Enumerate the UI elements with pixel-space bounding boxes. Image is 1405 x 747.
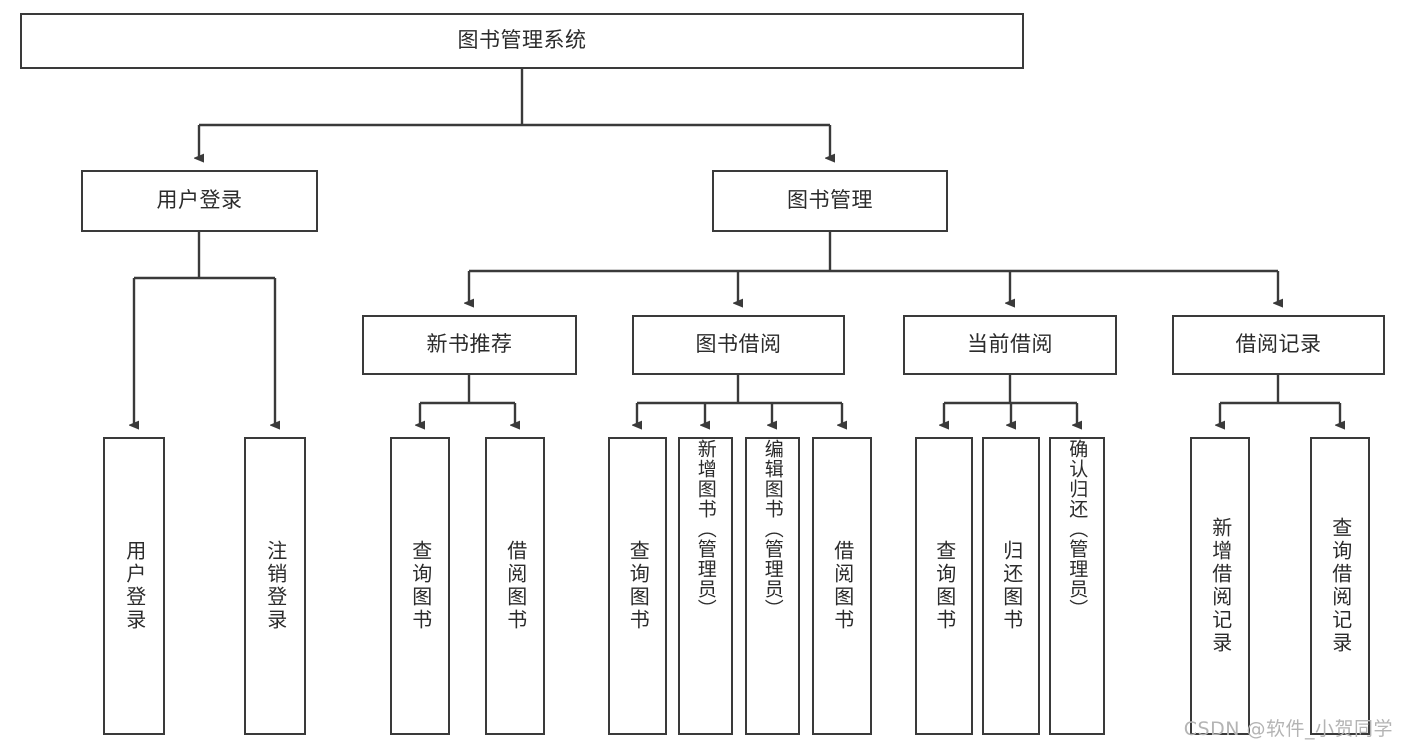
node-user-login-label: 用户登录: [156, 188, 243, 213]
node-new-book-recommend-label: 新书推荐: [426, 332, 513, 357]
node-current-borrow[interactable]: 当前借阅: [903, 315, 1117, 375]
node-user-login[interactable]: 用户登录: [81, 170, 318, 232]
node-user-login-do[interactable]: 用户登录: [103, 437, 165, 735]
node-user-login-do-label: 用户登录: [122, 540, 147, 632]
node-add-borrow-record[interactable]: 新增借阅记录: [1190, 437, 1250, 735]
node-new-book-recommend[interactable]: 新书推荐: [362, 315, 577, 375]
node-book-manage[interactable]: 图书管理: [712, 170, 948, 232]
node-add-book-admin[interactable]: 新增图书（管理员）: [678, 437, 733, 735]
node-query-book-3-label: 查询图书: [932, 540, 957, 632]
node-query-book-2-label: 查询图书: [626, 540, 651, 632]
node-root-label: 图书管理系统: [457, 28, 587, 53]
node-borrow-book-2[interactable]: 借阅图书: [812, 437, 872, 735]
node-query-book-1-label: 查询图书: [408, 540, 433, 632]
node-borrow-record[interactable]: 借阅记录: [1172, 315, 1385, 375]
node-current-borrow-label: 当前借阅: [967, 332, 1053, 357]
node-book-manage-label: 图书管理: [787, 188, 873, 213]
node-return-book[interactable]: 归还图书: [982, 437, 1040, 735]
node-confirm-return-admin-label: 确认归还（管理员）: [1066, 439, 1089, 619]
node-query-book-2[interactable]: 查询图书: [608, 437, 667, 735]
node-query-book-3[interactable]: 查询图书: [915, 437, 973, 735]
node-user-logout[interactable]: 注销登录: [244, 437, 306, 735]
node-confirm-return-admin[interactable]: 确认归还（管理员）: [1049, 437, 1105, 735]
node-book-borrow[interactable]: 图书借阅: [632, 315, 845, 375]
node-user-logout-label: 注销登录: [263, 540, 288, 632]
node-add-borrow-record-label: 新增借阅记录: [1208, 517, 1233, 655]
node-borrow-book-1-label: 借阅图书: [503, 540, 528, 632]
node-edit-book-admin[interactable]: 编辑图书（管理员）: [745, 437, 800, 735]
node-edit-book-admin-label: 编辑图书（管理员）: [761, 439, 784, 619]
node-query-borrow-record[interactable]: 查询借阅记录: [1310, 437, 1370, 735]
node-borrow-book-2-label: 借阅图书: [830, 540, 855, 632]
node-query-borrow-record-label: 查询借阅记录: [1328, 517, 1353, 655]
node-root[interactable]: 图书管理系统: [20, 13, 1024, 69]
node-query-book-1[interactable]: 查询图书: [390, 437, 450, 735]
node-borrow-book-1[interactable]: 借阅图书: [485, 437, 545, 735]
node-add-book-admin-label: 新增图书（管理员）: [694, 439, 717, 619]
node-book-borrow-label: 图书借阅: [695, 332, 782, 357]
node-borrow-record-label: 借阅记录: [1235, 332, 1322, 357]
node-return-book-label: 归还图书: [999, 540, 1024, 632]
